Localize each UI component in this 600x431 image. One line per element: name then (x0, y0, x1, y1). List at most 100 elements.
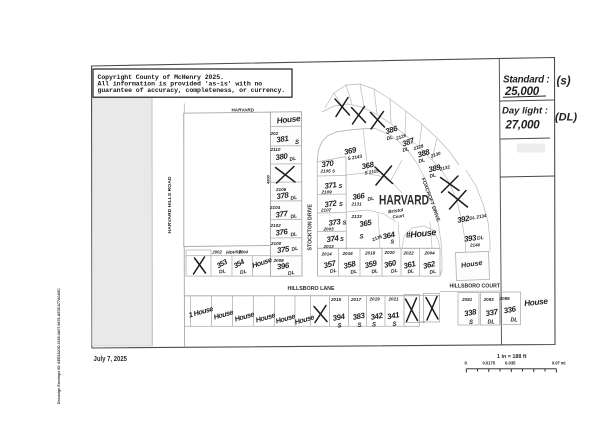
svg-text:2017: 2017 (350, 297, 362, 302)
svg-text:337: 337 (485, 307, 499, 318)
svg-text:2104: 2104 (269, 205, 281, 210)
svg-text:DL: DL (290, 213, 298, 220)
svg-text:DL: DL (477, 235, 484, 242)
svg-text:0.0175: 0.0175 (483, 361, 496, 366)
svg-text:394: 394 (332, 312, 346, 323)
svg-text:2110: 2110 (270, 147, 281, 152)
svg-text:S: S (339, 184, 343, 190)
svg-text:2008: 2008 (273, 258, 285, 263)
svg-text:2105 S: 2105 S (320, 169, 336, 174)
svg-text:358: 358 (343, 259, 358, 271)
svg-text:DL: DL (290, 195, 298, 202)
svg-text:S: S (358, 323, 362, 329)
svg-text:389: 389 (427, 162, 442, 174)
svg-text:376: 376 (275, 227, 289, 238)
svg-text:2004: 2004 (424, 251, 436, 256)
svg-text:S 2143: S 2143 (347, 154, 363, 162)
svg-text:2131: 2131 (351, 202, 363, 207)
svg-text:HARVARD HILLS ROAD: HARVARD HILLS ROAD (167, 176, 173, 234)
svg-text:388: 388 (416, 147, 431, 160)
svg-text:2083: 2083 (483, 297, 495, 302)
svg-text:Standard :: Standard : (503, 75, 549, 86)
svg-text:0.07 mi: 0.07 mi (552, 361, 566, 366)
svg-text:342: 342 (370, 311, 384, 322)
svg-text:DL: DL (240, 269, 248, 276)
svg-text:25,000: 25,000 (504, 86, 540, 98)
svg-text:Court: Court (392, 213, 405, 220)
svg-text:2003: 2003 (323, 227, 335, 232)
svg-text:377: 377 (275, 209, 289, 220)
svg-text:2020: 2020 (384, 250, 396, 255)
svg-text:360: 360 (383, 258, 398, 270)
svg-text:1 in = 188 ft: 1 in = 188 ft (497, 354, 527, 360)
svg-text:359: 359 (364, 258, 379, 270)
svg-text:336: 336 (503, 304, 517, 315)
svg-text:DL: DL (289, 156, 297, 163)
svg-text:S 2115: S 2115 (364, 168, 379, 175)
svg-text:HILLSBORO LANE: HILLSBORO LANE (288, 286, 335, 292)
svg-text:361: 361 (403, 259, 417, 271)
svg-text:366: 366 (352, 191, 366, 202)
svg-text:2013: 2013 (323, 244, 335, 249)
svg-text:House: House (461, 260, 483, 270)
svg-text:DL: DL (391, 268, 399, 275)
svg-text:364: 364 (382, 230, 397, 242)
svg-text:375: 375 (276, 244, 290, 255)
svg-text:S: S (393, 322, 397, 328)
svg-text:2021: 2021 (388, 297, 400, 302)
svg-text:4800: 4800 (266, 174, 271, 185)
svg-text:DL: DL (371, 268, 379, 275)
svg-text:S: S (295, 140, 299, 146)
svg-text:381: 381 (276, 134, 289, 145)
svg-text:HARVARD: HARVARD (232, 107, 255, 113)
svg-text:2130: 2130 (429, 151, 442, 159)
svg-text:0.035: 0.035 (505, 361, 516, 366)
svg-text:#House: #House (405, 227, 437, 240)
svg-text:DL: DL (418, 157, 426, 164)
svg-text:DL: DL (367, 196, 375, 203)
svg-text:2015: 2015 (330, 297, 342, 302)
svg-text:House: House (524, 297, 549, 308)
svg-text:guarantee of accuracy, complet: guarantee of accuracy, completeness, or … (98, 87, 286, 94)
svg-text:S: S (391, 240, 395, 246)
svg-text:DL: DL (330, 268, 338, 275)
svg-text:S: S (343, 221, 347, 227)
svg-text:DL: DL (429, 172, 437, 179)
svg-text:371: 371 (324, 180, 337, 191)
svg-text:341: 341 (386, 310, 399, 321)
svg-text:368: 368 (361, 160, 376, 172)
svg-text:DL: DL (386, 135, 394, 142)
svg-text:2128: 2128 (412, 143, 425, 151)
svg-text:DL: DL (511, 318, 518, 324)
svg-text:392: 392 (456, 214, 470, 225)
svg-text:370: 370 (321, 159, 335, 170)
svg-text:362: 362 (422, 259, 437, 271)
svg-text:HARVARD: HARVARD (379, 192, 429, 208)
svg-text:2132: 2132 (438, 164, 451, 172)
svg-text:2135: 2135 (370, 234, 383, 243)
svg-text:All information is provided 'a: All information is provided 'as-is' with… (98, 81, 263, 88)
svg-text:DL: DL (288, 270, 296, 277)
svg-text:386: 386 (384, 124, 399, 137)
svg-text:383: 383 (352, 311, 366, 322)
svg-text:27,000: 27,000 (505, 120, 541, 132)
svg-text:DL: DL (290, 231, 298, 238)
svg-text:STOCKTON DRIVE: STOCKTON DRIVE (307, 203, 313, 250)
svg-text:380: 380 (275, 151, 289, 162)
svg-text:S: S (360, 235, 364, 241)
svg-text:Bristol: Bristol (388, 207, 405, 215)
svg-text:House: House (226, 249, 242, 256)
svg-text:S: S (339, 202, 343, 208)
svg-text:2102: 2102 (270, 223, 282, 228)
svg-text:DL: DL (219, 268, 227, 275)
svg-text:2018: 2018 (364, 251, 376, 256)
svg-text:July 7, 2025: July 7, 2025 (94, 356, 128, 363)
svg-text:DL 2134: DL 2134 (469, 213, 488, 221)
svg-text:Docusign Envelope ID: AEE2A21D: Docusign Envelope ID: AEE2A21D-1165-4A07… (57, 288, 61, 404)
svg-text:DL: DL (488, 320, 495, 326)
svg-text:S: S (469, 320, 473, 326)
svg-text:393: 393 (464, 233, 478, 244)
svg-text:0: 0 (465, 361, 468, 366)
svg-text:Copyright County of McHenry 20: Copyright County of McHenry 2025. (98, 74, 224, 81)
svg-text:378: 378 (276, 190, 290, 201)
